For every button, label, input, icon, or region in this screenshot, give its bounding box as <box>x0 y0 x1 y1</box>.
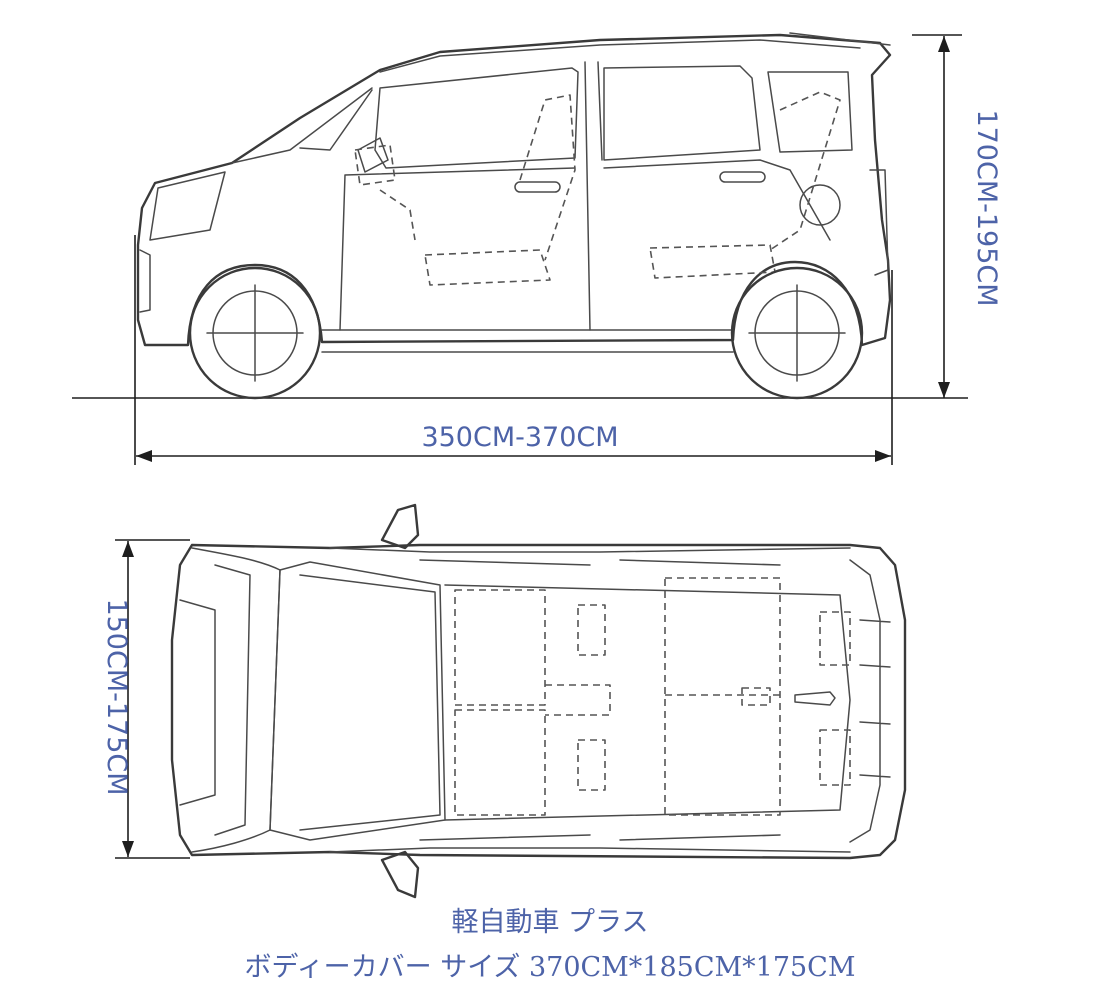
side-quarter-window <box>767 71 853 153</box>
top-roof-rails <box>329 547 851 853</box>
side-rear-wheel <box>730 266 864 400</box>
side-rear-door-handle <box>719 171 766 183</box>
side-steering <box>354 144 416 241</box>
top-center-feature <box>794 691 836 706</box>
length-arrow-left <box>136 450 152 462</box>
top-view: 150CM-175CM <box>101 503 907 899</box>
side-view: 170CM-195CM 350CM-370CM <box>72 32 1002 465</box>
width-label: 150CM-175CM <box>101 598 132 795</box>
top-roof <box>444 584 851 821</box>
top-rear-seat <box>664 577 781 816</box>
top-hood-inner <box>179 564 251 836</box>
top-windshield <box>269 561 446 841</box>
side-fuel-cap <box>799 184 841 226</box>
height-arrow-bottom <box>938 382 950 398</box>
side-door-lines <box>339 61 831 331</box>
height-label: 170CM-195CM <box>971 109 1002 306</box>
caption-line-1: 軽自動車 プラス <box>451 907 649 938</box>
side-rear-seat <box>649 91 841 279</box>
side-a-pillar <box>231 87 373 164</box>
width-arrow-bottom <box>122 841 134 857</box>
side-front-wheel <box>188 266 322 400</box>
top-rear <box>849 559 891 843</box>
width-arrow-top <box>122 541 134 557</box>
top-body-outline <box>170 543 907 860</box>
side-front-seat <box>424 94 576 286</box>
side-rear-window <box>603 65 761 161</box>
top-center-console <box>545 684 611 716</box>
length-label: 350CM-370CM <box>421 422 618 453</box>
top-left-mirror <box>380 503 420 550</box>
side-body-outline <box>136 33 892 347</box>
top-rear-headrests <box>741 611 851 786</box>
side-mirror <box>357 137 389 173</box>
side-taillight <box>869 169 889 276</box>
length-arrow-right <box>875 450 891 462</box>
top-front-left-seat <box>454 589 606 706</box>
top-hood <box>191 547 281 853</box>
caption-line-2: ボディーカバー サイズ 370CM*185CM*175CM <box>244 952 856 983</box>
side-roof-spoiler <box>379 32 891 73</box>
side-front-window <box>374 67 579 169</box>
height-arrow-top <box>938 36 950 52</box>
top-right-mirror <box>380 850 420 899</box>
side-sill <box>321 329 734 353</box>
top-front-right-seat <box>454 709 606 816</box>
side-headlight <box>139 171 226 313</box>
side-front-door-handle <box>514 181 561 193</box>
top-windshield-inner <box>299 574 441 831</box>
